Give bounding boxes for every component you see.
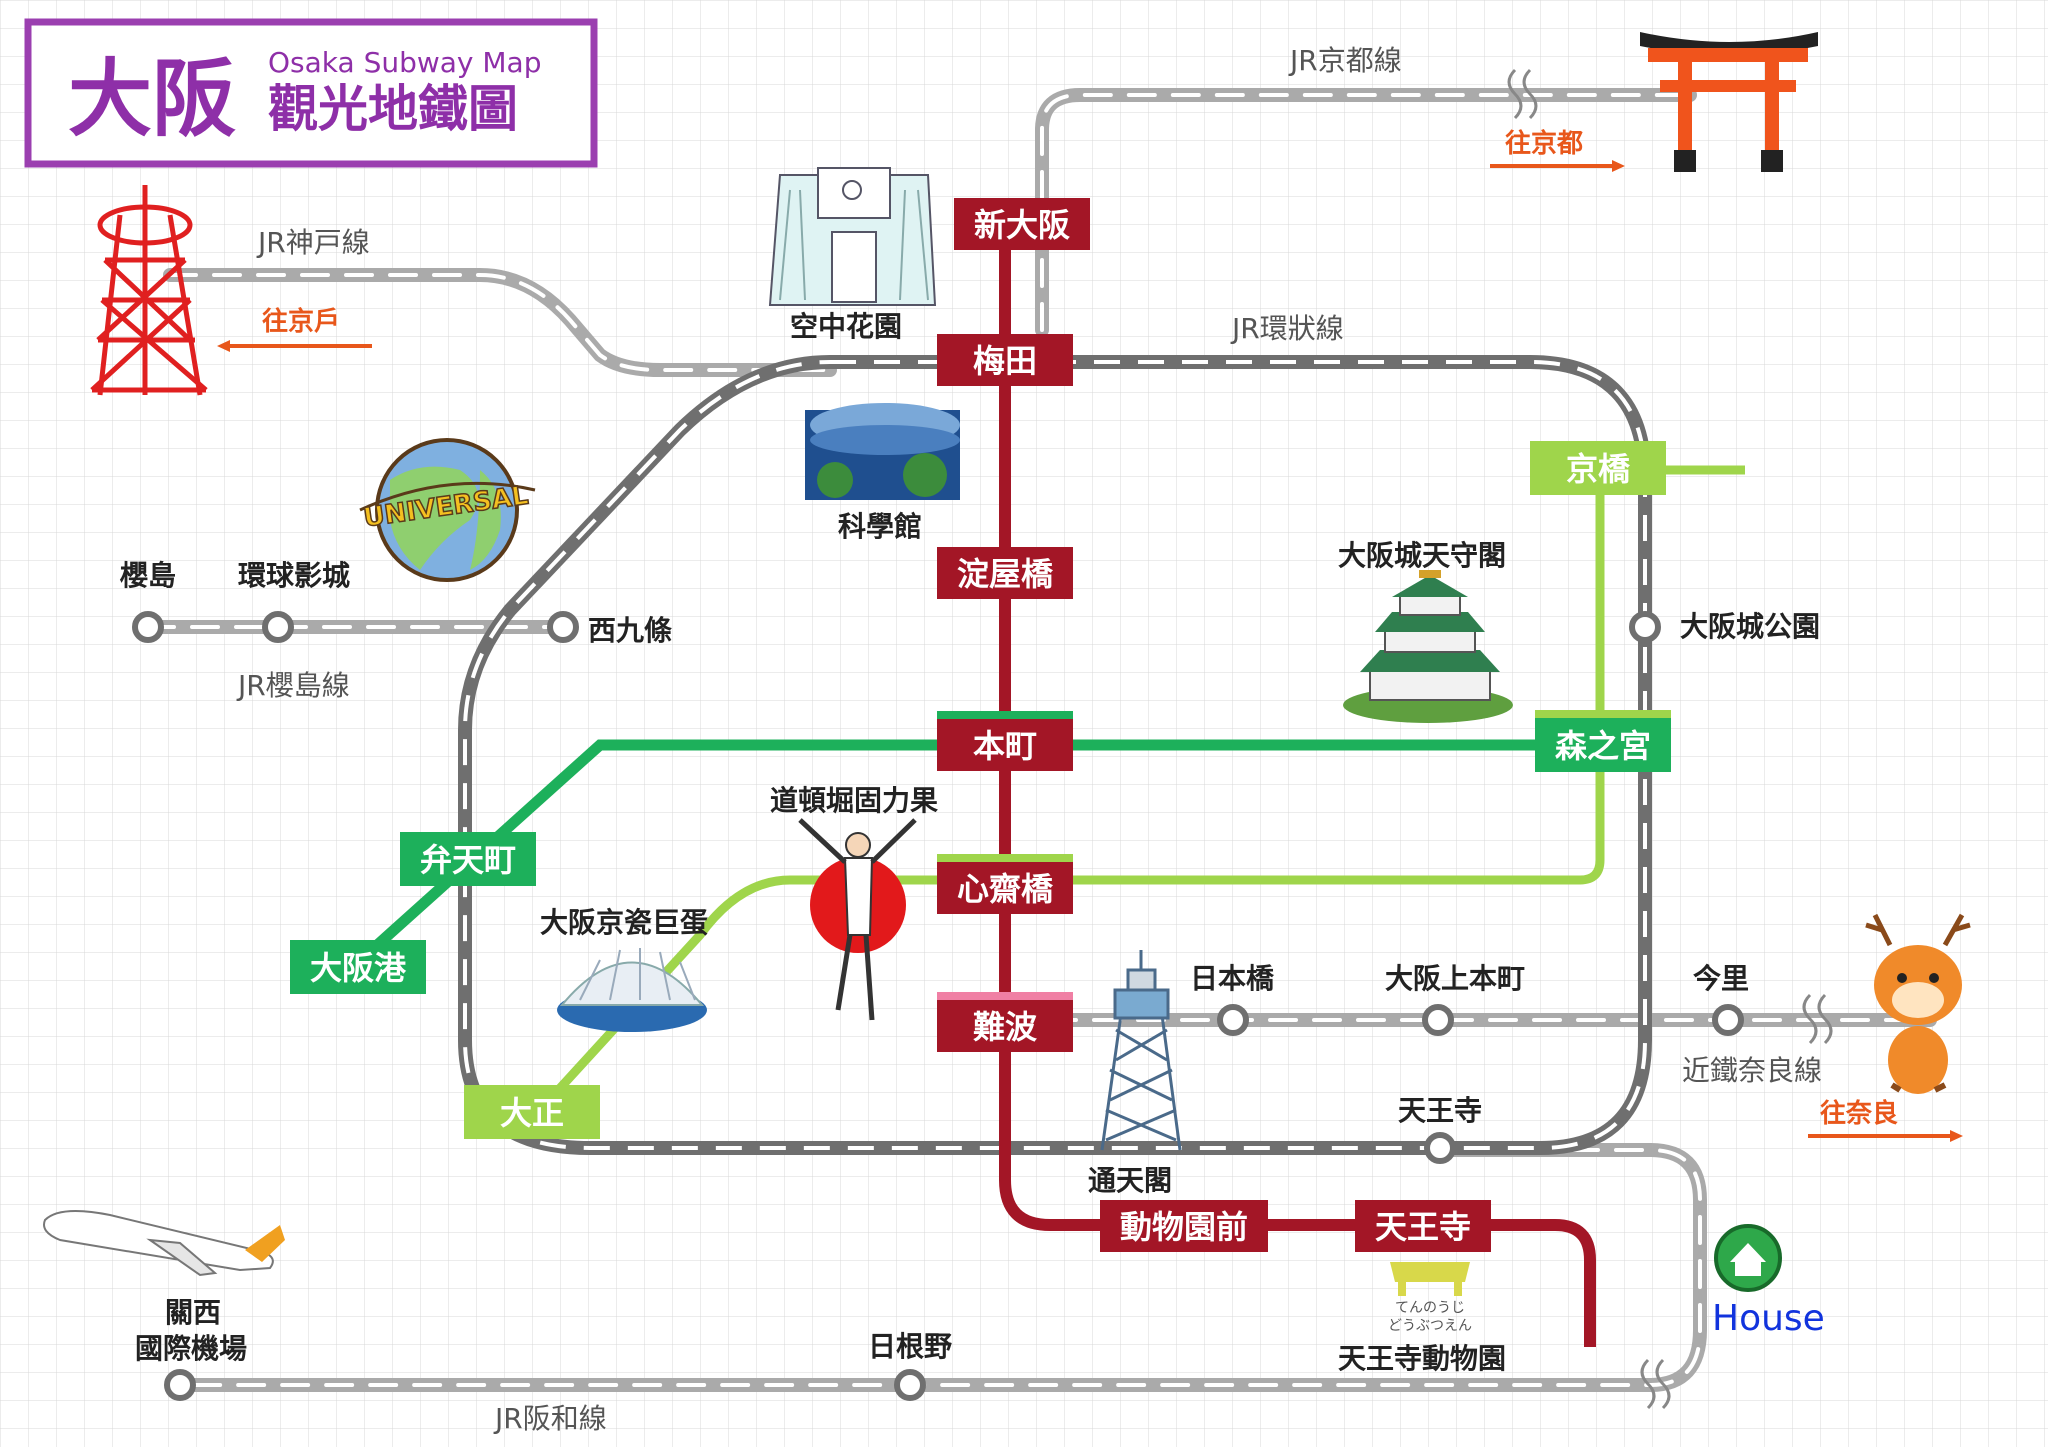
station-shin-osaka[interactable]: 新大阪 [954, 198, 1090, 250]
zoo-sign-illustration: てんのうじ どうぶつえん [1388, 1262, 1472, 1334]
svg-text:新大阪: 新大阪 [974, 206, 1070, 244]
osaka-castle-illustration [1343, 570, 1513, 723]
label-jr-kobe: JR神戸線 [256, 226, 370, 259]
station-osakako[interactable]: 大阪港 [290, 940, 426, 994]
station-tennoji-jr-dot[interactable] [1424, 1132, 1456, 1164]
line-labels: JR京都線 JR神戸線 JR環狀線 JR櫻島線 近鐵奈良線 JR阪和線 [236, 44, 1822, 1435]
small-station-labels: 西九條 櫻島 環球影城 大阪城公園 日本橋 大阪上本町 今里 天王寺 關西 國際… [119, 559, 1820, 1365]
svg-text:動物園前: 動物園前 [1120, 1208, 1248, 1246]
kobe-port-tower-illustration [90, 185, 208, 396]
label-nipponbashi: 日本橋 [1190, 962, 1275, 995]
station-hommachi[interactable]: 本町 [937, 711, 1073, 771]
jr-lines [141, 88, 1937, 1392]
torii-gate-illustration [1640, 32, 1818, 172]
station-imazato-dot[interactable] [1712, 1004, 1744, 1036]
direction-kyoto-text: 往京都 [1505, 128, 1583, 159]
direction-kobe-text: 往京戶 [262, 306, 340, 337]
svg-text:心齋橋: 心齋橋 [957, 870, 1054, 908]
tsutenkaku-illustration [1100, 950, 1182, 1151]
svg-text:弁天町: 弁天町 [420, 841, 516, 879]
title-box: 大阪 Osaka Subway Map 觀光地鐵圖 [24, 18, 598, 168]
station-hineno-dot[interactable] [894, 1369, 926, 1401]
line-break-marks [1507, 68, 1833, 1410]
title-sub-en: Osaka Subway Map [268, 46, 541, 79]
label-jr-kyoto: JR京都線 [1288, 44, 1402, 77]
landmark-labels: 空中花園 科學館 大阪城天守閣 道頓堀固力果 大阪京瓷巨蛋 通天閣 天王寺動物園 [540, 310, 1506, 1375]
svg-text:梅田: 梅田 [973, 342, 1037, 380]
label-sky-garden: 空中花園 [790, 310, 902, 343]
label-nishikujo: 西九條 [588, 614, 672, 647]
label-dome: 大阪京瓷巨蛋 [540, 906, 708, 939]
svg-text:森之宮: 森之宮 [1555, 727, 1651, 765]
label-tennoji-jr: 天王寺 [1398, 1094, 1482, 1127]
chuo-line [351, 739, 1600, 970]
direction-kyoto: 往京都 [1490, 128, 1625, 172]
svg-text:天王寺: 天王寺 [1375, 1208, 1471, 1246]
title-main: 大阪 [68, 50, 236, 148]
label-jr-sakurajima: JR櫻島線 [236, 669, 350, 702]
station-yodoyabashi[interactable]: 淀屋橋 [937, 547, 1073, 599]
midosuji-line [999, 225, 1596, 1347]
station-kansai-dot[interactable] [164, 1369, 196, 1401]
station-nishikujo-dot[interactable] [547, 611, 579, 643]
kyocera-dome-illustration [557, 948, 707, 1032]
station-uehonmachi-dot[interactable] [1422, 1004, 1454, 1036]
station-kyobashi[interactable]: 京橋 [1530, 441, 1666, 495]
zoo-sign-text-2: どうぶつえん [1388, 1318, 1472, 1334]
label-glico: 道頓堀固力果 [770, 784, 938, 817]
direction-nara-text: 往奈良 [1820, 1098, 1898, 1129]
station-sakurajima-dot[interactable] [132, 611, 164, 643]
station-osakajokoen-dot[interactable] [1629, 611, 1661, 643]
label-imazato: 今里 [1693, 962, 1749, 995]
label-sakurajima: 櫻島 [119, 559, 176, 592]
station-tennoji[interactable]: 天王寺 [1355, 1200, 1491, 1252]
label-science-museum: 科學館 [838, 510, 922, 543]
airplane-illustration [43, 1210, 285, 1277]
zoo-sign-text-1: てんのうじ [1395, 1300, 1465, 1316]
label-hineno: 日根野 [868, 1330, 952, 1363]
station-bentencho[interactable]: 弁天町 [400, 832, 536, 886]
label-kansai-line1: 關西 [165, 1296, 221, 1329]
svg-text:大正: 大正 [500, 1094, 564, 1132]
station-umeda[interactable]: 梅田 [937, 334, 1073, 386]
station-shinsaibashi[interactable]: 心齋橋 [937, 854, 1073, 914]
station-usj-dot[interactable] [262, 611, 294, 643]
station-namba[interactable]: 難波 [937, 992, 1073, 1052]
title-sub-zh: 觀光地鐵圖 [268, 80, 518, 138]
small-station-circles [132, 611, 1744, 1401]
station-nipponbashi-dot[interactable] [1217, 1004, 1249, 1036]
station-taisho[interactable]: 大正 [464, 1085, 600, 1139]
glico-runner-illustration [798, 818, 917, 1021]
label-zoo: 天王寺動物園 [1338, 1342, 1506, 1375]
label-castle: 大阪城天守閣 [1338, 539, 1506, 572]
label-osakajokoen: 大阪城公園 [1680, 610, 1820, 643]
science-museum-illustration [805, 403, 960, 500]
station-morinomiya[interactable]: 森之宮 [1535, 710, 1671, 772]
svg-text:本町: 本町 [973, 727, 1037, 765]
house-label[interactable]: House [1712, 1298, 1825, 1339]
label-uehonmachi: 大阪上本町 [1385, 962, 1525, 995]
universal-globe-illustration: UNIVERSAL [359, 438, 536, 582]
label-jr-loop: JR環狀線 [1230, 312, 1344, 345]
deer-mascot-illustration [1865, 913, 1971, 1094]
label-kansai-line2: 國際機場 [135, 1332, 247, 1365]
svg-text:淀屋橋: 淀屋橋 [957, 555, 1054, 593]
station-dobutsuenmae[interactable]: 動物園前 [1100, 1200, 1268, 1252]
label-tsutenkaku: 通天閣 [1088, 1164, 1172, 1197]
direction-kobe: 往京戶 [217, 306, 372, 352]
svg-text:京橋: 京橋 [1566, 450, 1631, 488]
svg-text:難波: 難波 [973, 1008, 1037, 1046]
nagahori-line [536, 465, 1745, 1114]
other-stations: 京橋 森之宮 弁天町 大阪港 大正 [290, 441, 1671, 1139]
label-usj: 環球影城 [238, 559, 350, 592]
direction-nara: 往奈良 [1808, 1098, 1963, 1142]
label-jr-hanwa: JR阪和線 [493, 1402, 607, 1435]
sky-garden-illustration [768, 167, 937, 306]
svg-text:大阪港: 大阪港 [310, 949, 407, 987]
midosuji-stations: 新大阪 梅田 淀屋橋 本町 心齋橋 難波 動物園前 [937, 198, 1491, 1252]
label-kintetsu: 近鐵奈良線 [1682, 1054, 1822, 1087]
house-icon[interactable]: House [1712, 1224, 1825, 1339]
